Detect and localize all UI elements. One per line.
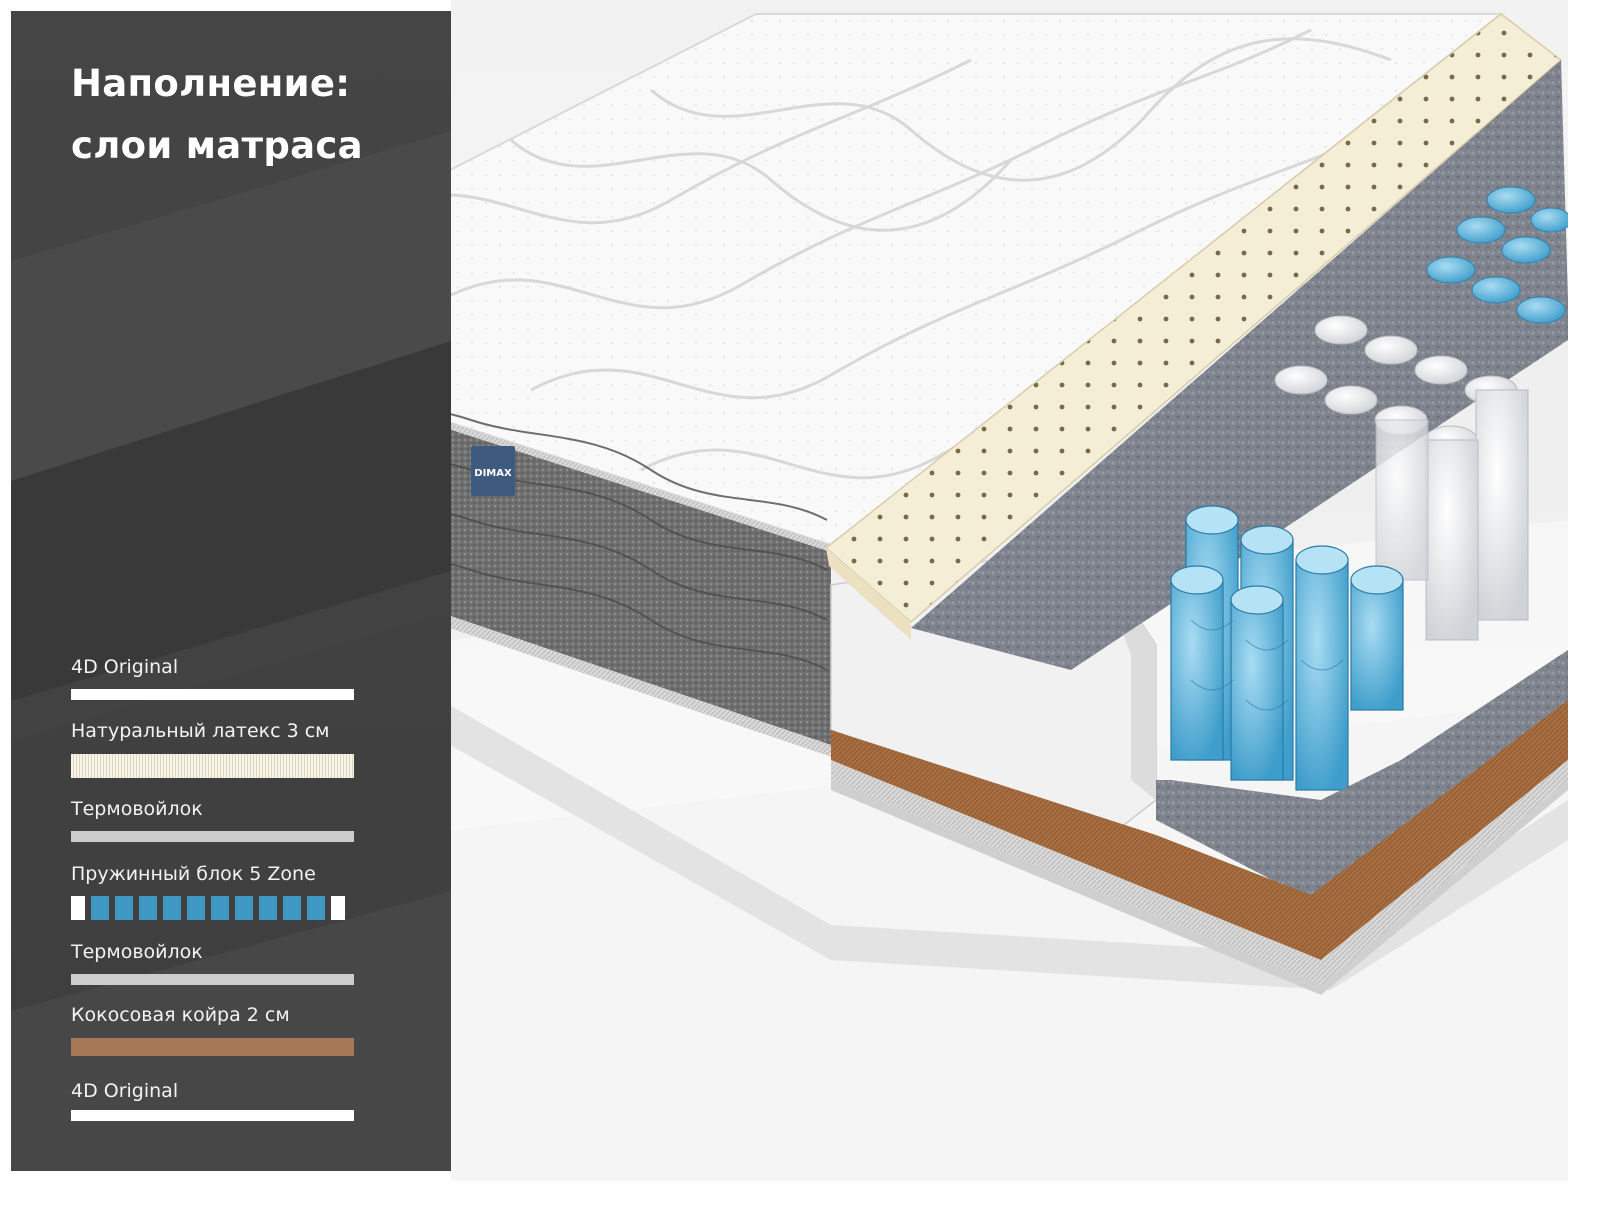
- page: Наполнение: слои матраса 4D Original Нат…: [11, 0, 1568, 1181]
- mattress-cutaway-image: DIMAX: [451, 0, 1568, 1181]
- layer-5-swatch: [71, 974, 354, 985]
- spring-segment: [235, 896, 253, 920]
- layer-4-label: Пружинный блок 5 Zone: [71, 863, 316, 885]
- mattress-illustration: DIMAX: [451, 0, 1568, 1181]
- layer-6-label: Кокосовая койра 2 см: [71, 1004, 290, 1026]
- brand-logo-text: DIMAX: [474, 468, 512, 479]
- layer-2-label: Натуральный латекс 3 см: [71, 720, 330, 742]
- spring-segment: [307, 896, 325, 920]
- layer-1-label: 4D Original: [71, 656, 179, 678]
- spring-segment: [163, 896, 181, 920]
- layers-panel: Наполнение: слои матраса 4D Original Нат…: [11, 11, 451, 1171]
- layer-2-swatch: [71, 754, 354, 778]
- spring-segment: [91, 896, 109, 920]
- page-title: Наполнение: слои матраса: [71, 53, 363, 177]
- spring-segment: [139, 896, 157, 920]
- spring-segment: [259, 896, 277, 920]
- spring-segment: [71, 896, 85, 920]
- layer-1-swatch: [71, 689, 354, 700]
- layer-7-swatch: [71, 1110, 354, 1121]
- panel-background-mattress: [11, 131, 451, 1171]
- spring-segment: [331, 896, 345, 920]
- layer-7-label: 4D Original: [71, 1080, 179, 1102]
- spring-segment: [211, 896, 229, 920]
- layer-4-swatch: [71, 896, 354, 920]
- spring-segment: [115, 896, 133, 920]
- layer-3-label: Термовойлок: [71, 798, 203, 820]
- page-title-line-1: Наполнение:: [71, 62, 351, 105]
- page-title-line-2: слои матраса: [71, 124, 363, 167]
- spring-segment: [283, 896, 301, 920]
- layer-5-label: Термовойлок: [71, 941, 203, 963]
- layer-6-swatch: [71, 1038, 354, 1056]
- layer-3-swatch: [71, 831, 354, 842]
- spring-segment: [187, 896, 205, 920]
- brand-logo-badge: [471, 446, 515, 496]
